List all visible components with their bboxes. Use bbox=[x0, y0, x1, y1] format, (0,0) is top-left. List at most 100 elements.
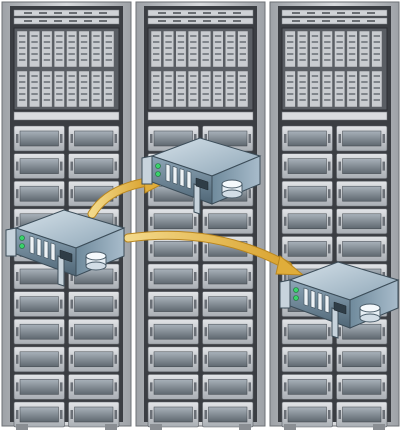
blade-chassis bbox=[281, 27, 388, 111]
blade-vent bbox=[68, 41, 75, 43]
blade-vent bbox=[311, 99, 319, 101]
blade-vent bbox=[287, 41, 294, 43]
blade-vent bbox=[311, 59, 319, 61]
blade-vent bbox=[190, 53, 197, 55]
blade-vent bbox=[80, 87, 88, 89]
drawer-panel bbox=[208, 268, 248, 285]
drawer-handle bbox=[194, 354, 197, 364]
blade-vent bbox=[19, 35, 26, 37]
drawer-handle bbox=[204, 244, 207, 254]
blade-vent bbox=[336, 99, 343, 101]
server-rack bbox=[135, 1, 266, 430]
blade-vent bbox=[227, 81, 234, 83]
blade-vent bbox=[311, 75, 319, 77]
front-port bbox=[195, 177, 209, 191]
blade-vent bbox=[348, 59, 356, 61]
drawer-handle bbox=[114, 327, 117, 337]
storage-drawer bbox=[147, 346, 199, 373]
blade-vent bbox=[361, 81, 368, 83]
mounting-ear bbox=[5, 227, 17, 257]
drawer-handle bbox=[150, 410, 153, 419]
blade-vent bbox=[165, 35, 172, 37]
blade-vent bbox=[287, 99, 294, 101]
disk-top bbox=[85, 251, 107, 261]
blade-vent bbox=[105, 75, 112, 77]
drawer-handle bbox=[150, 354, 153, 364]
top-unit-vent bbox=[188, 12, 196, 14]
front-port bbox=[333, 301, 347, 315]
drive-slot bbox=[29, 235, 35, 255]
drawer-handle bbox=[338, 216, 341, 226]
blade-vent bbox=[336, 59, 343, 61]
drawer-handle bbox=[150, 327, 153, 337]
blade-vent bbox=[105, 47, 112, 49]
drawer-handle bbox=[16, 161, 19, 171]
blade-vent bbox=[311, 41, 319, 43]
blade-vent bbox=[324, 93, 331, 95]
drawer-handle bbox=[150, 216, 153, 226]
blade-vent bbox=[56, 81, 63, 83]
drawer-handle bbox=[70, 327, 73, 337]
drawer-panel bbox=[342, 130, 382, 147]
drawer-panel bbox=[208, 351, 248, 368]
blade-vent bbox=[361, 41, 368, 43]
drawer-handle bbox=[70, 299, 73, 309]
storage-drawer bbox=[68, 346, 120, 373]
drawer-handle bbox=[114, 216, 117, 226]
storage-drawer bbox=[13, 180, 65, 207]
blade-vent bbox=[227, 41, 234, 43]
chassis-status-strip bbox=[13, 111, 120, 121]
disk-bottom bbox=[85, 261, 107, 271]
drawer-panel bbox=[342, 185, 382, 202]
blade-vent bbox=[177, 41, 185, 43]
drawer-handle bbox=[338, 161, 341, 171]
drawer-handle bbox=[194, 244, 197, 254]
blade-vent bbox=[202, 75, 209, 77]
top-unit-vent bbox=[322, 20, 330, 22]
blade-vent bbox=[56, 41, 63, 43]
top-unit-vent bbox=[322, 12, 330, 14]
blade-vent bbox=[177, 81, 185, 83]
storage-drawer bbox=[147, 236, 199, 262]
storage-drawer bbox=[13, 153, 65, 179]
top-unit-vent bbox=[307, 12, 315, 14]
arrow-shaft bbox=[124, 231, 292, 270]
blade-vent bbox=[299, 41, 306, 43]
blade-vent bbox=[56, 59, 63, 61]
top-unit-vent bbox=[292, 12, 300, 14]
blade-vent bbox=[68, 87, 75, 89]
blade-vent bbox=[324, 87, 331, 89]
top-unit-vent bbox=[203, 20, 211, 22]
blade-vent bbox=[153, 81, 160, 83]
blade-vent bbox=[202, 93, 209, 95]
top-unit-vent bbox=[188, 20, 196, 22]
drawer-handle bbox=[16, 189, 19, 199]
blade-vent bbox=[153, 87, 160, 89]
drawer-panel bbox=[208, 296, 248, 312]
drawer-handle bbox=[204, 272, 207, 281]
blade-vent bbox=[19, 93, 26, 95]
mounting-ear bbox=[141, 155, 153, 185]
drawer-handle bbox=[70, 382, 73, 392]
blade-vent bbox=[239, 99, 246, 101]
storage-drawer bbox=[336, 125, 388, 152]
blade-vent bbox=[287, 47, 294, 49]
storage-drawer bbox=[13, 374, 65, 400]
drawer-handle bbox=[194, 299, 197, 309]
mounting-ear bbox=[279, 279, 291, 309]
drawer-handle bbox=[328, 244, 331, 254]
rack-foot bbox=[239, 424, 251, 430]
drawer-handle bbox=[338, 189, 341, 199]
drawer-handle bbox=[204, 299, 207, 309]
drawer-handle bbox=[248, 299, 251, 309]
blade-vent bbox=[324, 53, 331, 55]
blade-vent bbox=[80, 99, 88, 101]
blade-vent bbox=[214, 99, 222, 101]
blade-vent bbox=[311, 93, 319, 95]
blade-vent bbox=[239, 59, 246, 61]
drawer-panel bbox=[287, 351, 327, 368]
blade-vent bbox=[336, 53, 343, 55]
drawer-handle bbox=[16, 382, 19, 392]
drawer-handle bbox=[382, 161, 385, 171]
blade-vent bbox=[19, 59, 26, 61]
